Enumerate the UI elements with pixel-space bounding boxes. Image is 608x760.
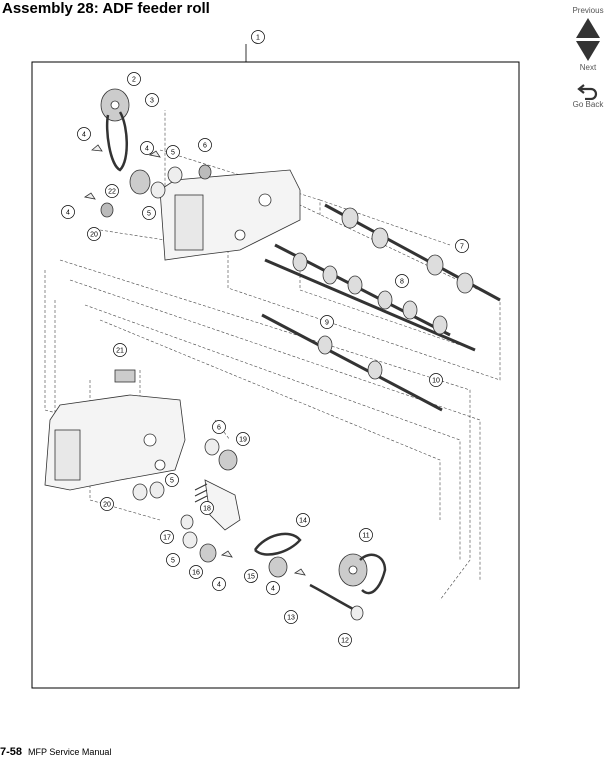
callout: 16 (189, 565, 203, 579)
callout: 20 (87, 227, 101, 241)
svg-text:22: 22 (108, 189, 116, 196)
svg-text:19: 19 (239, 437, 247, 444)
svg-text:8: 8 (400, 279, 404, 286)
footer-page-number: 7-58 (0, 746, 23, 758)
callout: 2 (127, 72, 141, 86)
callout: 4 (266, 581, 280, 595)
svg-text:4: 4 (145, 146, 149, 153)
svg-text:4: 4 (66, 210, 70, 217)
goback-label: Go Back (572, 100, 604, 109)
svg-text:13: 13 (287, 615, 295, 622)
previous-arrow-icon[interactable] (576, 18, 600, 38)
go-back-icon[interactable] (576, 82, 600, 100)
svg-text:5: 5 (170, 478, 174, 485)
svg-text:21: 21 (116, 348, 124, 355)
callout: 14 (296, 513, 310, 527)
callout: 17 (160, 530, 174, 544)
callout: 9 (320, 315, 334, 329)
callout: 21 (113, 343, 127, 357)
callout: 4 (77, 127, 91, 141)
svg-text:9: 9 (325, 320, 329, 327)
svg-text:17: 17 (163, 535, 171, 542)
svg-text:4: 4 (82, 132, 86, 139)
svg-text:5: 5 (147, 211, 151, 218)
svg-text:3: 3 (150, 98, 154, 105)
roller-shafts (261, 203, 501, 412)
callout: 5 (142, 206, 156, 220)
callout: 22 (105, 184, 119, 198)
callout: 19 (236, 432, 250, 446)
svg-text:20: 20 (90, 232, 98, 239)
diagram-frame (31, 61, 520, 689)
callout: 10 (429, 373, 443, 387)
svg-text:11: 11 (362, 533, 369, 540)
callout: 5 (166, 145, 180, 159)
callout: 5 (166, 553, 180, 567)
previous-label: Previous (572, 6, 604, 15)
svg-text:14: 14 (299, 518, 307, 525)
callout: 4 (61, 205, 75, 219)
callout: 12 (338, 633, 352, 647)
callout: 4 (212, 577, 226, 591)
svg-text:20: 20 (103, 502, 111, 509)
svg-text:4: 4 (271, 586, 275, 593)
callout: 18 (200, 501, 214, 515)
callout: 6 (198, 138, 212, 152)
next-arrow-icon[interactable] (576, 41, 600, 61)
callout: 4 (140, 141, 154, 155)
svg-text:5: 5 (171, 150, 175, 157)
callout: 8 (395, 274, 409, 288)
page-footer: 7-58 MFP Service Manual (0, 746, 111, 758)
lower-gear-train (114, 369, 387, 621)
footer-manual-name: MFP Service Manual (28, 747, 112, 757)
upper-side-frame (159, 169, 301, 261)
page-title: Assembly 28: ADF feeder roll (2, 0, 210, 17)
svg-text:4: 4 (217, 582, 221, 589)
svg-text:16: 16 (192, 570, 200, 577)
callout: 6 (212, 420, 226, 434)
svg-text:12: 12 (341, 638, 349, 645)
svg-text:10: 10 (432, 378, 440, 385)
svg-text:2: 2 (132, 77, 136, 84)
callout: 20 (100, 497, 114, 511)
callouts: 1 2 3 4 4 4 5 6 22 5 20 7 8 9 10 21 6 19… (61, 30, 469, 647)
next-label: Next (579, 63, 597, 72)
callout: 7 (455, 239, 469, 253)
lower-side-frame (44, 394, 186, 491)
callout: 5 (165, 473, 179, 487)
page-navigation: Previous Next Go Back (568, 0, 608, 109)
svg-text:6: 6 (203, 143, 207, 150)
svg-text:18: 18 (203, 506, 211, 513)
callout: 13 (284, 610, 298, 624)
callout: 11 (359, 528, 373, 542)
callout: 15 (244, 569, 258, 583)
callout: 3 (145, 93, 159, 107)
svg-text:7: 7 (460, 244, 464, 251)
svg-text:1: 1 (256, 35, 260, 42)
upper-gear-train (83, 88, 212, 218)
svg-text:5: 5 (171, 558, 175, 565)
svg-text:6: 6 (217, 425, 221, 432)
svg-text:15: 15 (247, 574, 255, 581)
callout: 1 (251, 30, 265, 44)
